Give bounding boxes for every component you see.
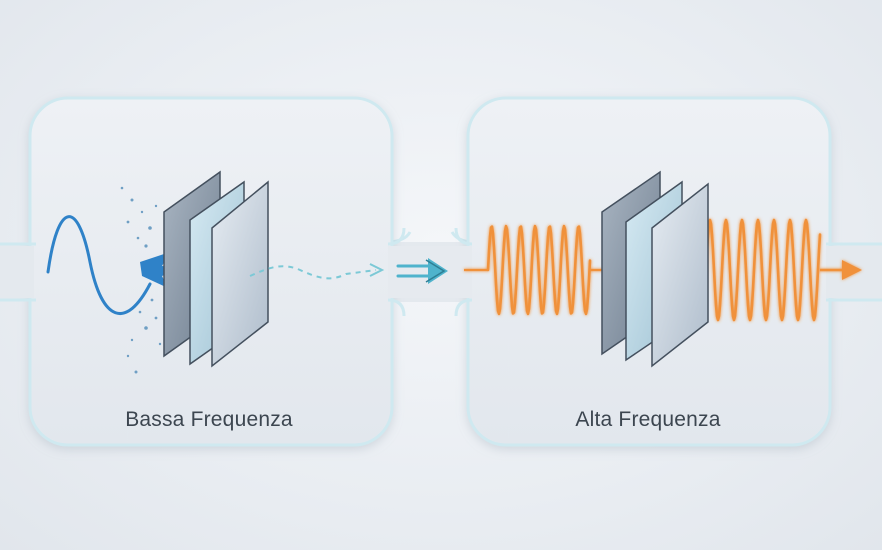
impact-arrow-icon — [140, 252, 184, 288]
barrier-plates-left — [163, 170, 269, 368]
barrier-plates-right — [601, 170, 709, 368]
scatter-particles — [120, 186, 162, 374]
double-arrow-right-icon — [396, 258, 448, 284]
caption-low-frequency: Bassa Frequenza — [125, 408, 293, 431]
caption-high-frequency: Alta Frequenza — [575, 408, 721, 431]
transmitted-wave — [249, 265, 377, 280]
output-arrow-icon — [842, 260, 862, 280]
